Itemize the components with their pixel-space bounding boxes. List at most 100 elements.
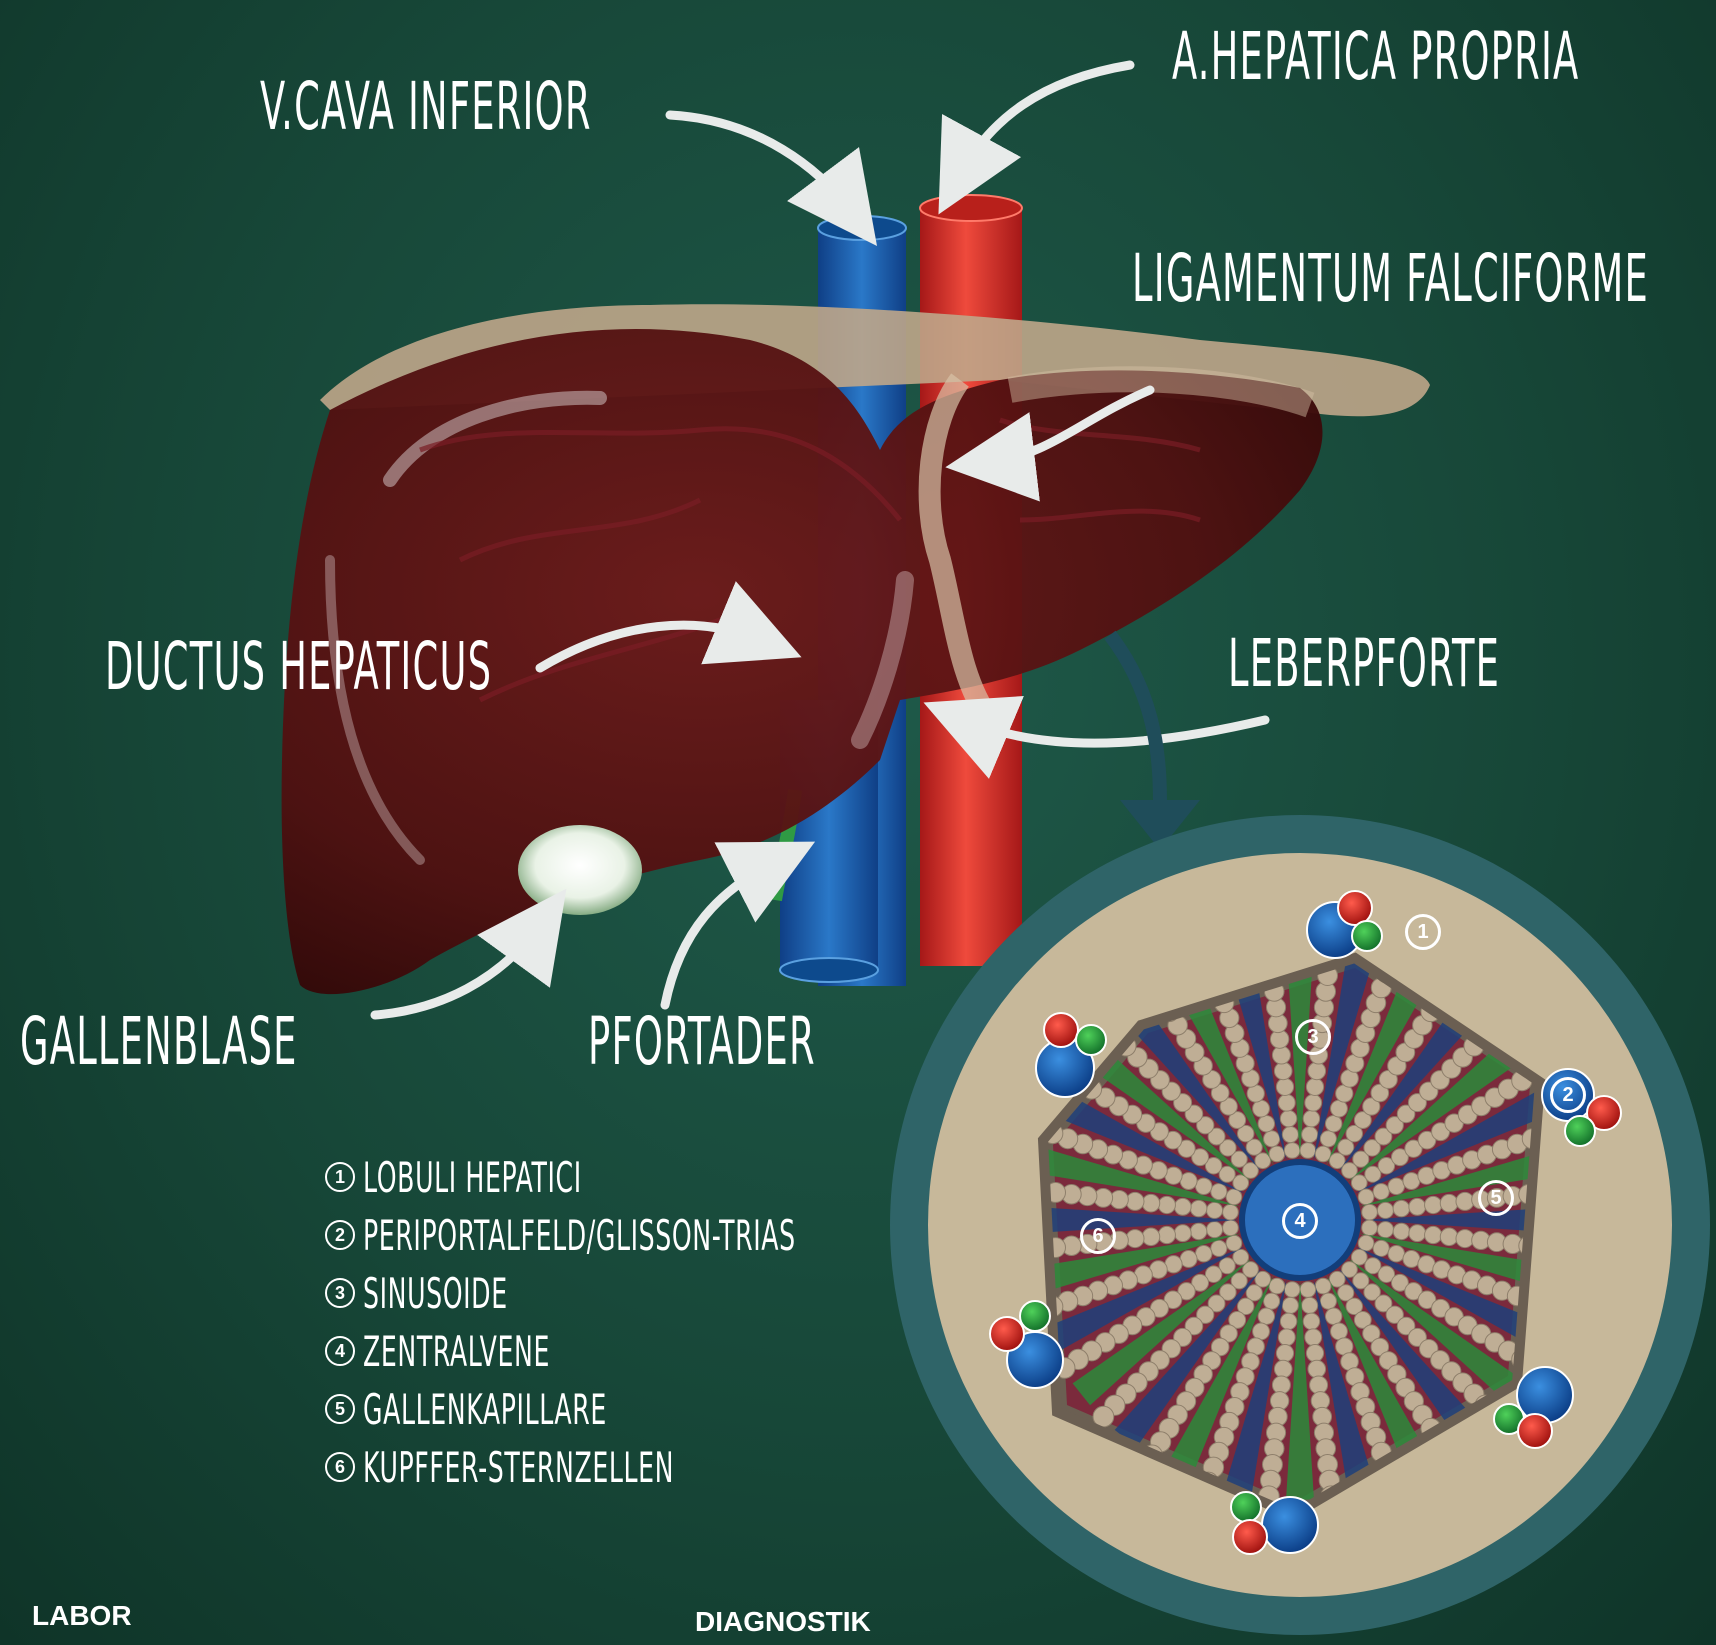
label-ductus: DUCTUS HEPATICUS	[105, 628, 492, 705]
hepatocyte-cell	[1306, 1345, 1323, 1362]
hepatocyte-cell	[1456, 1230, 1474, 1248]
hepatocyte-cell	[1358, 1235, 1374, 1251]
hepatocyte-cell	[1315, 1278, 1331, 1294]
hepatocyte-cell	[1207, 1202, 1223, 1218]
hepatocyte-cell	[1258, 1308, 1274, 1324]
hepatocyte-cell	[1276, 1345, 1293, 1362]
hepatocyte-cell	[1211, 1184, 1227, 1200]
hepatocyte-cell	[1320, 1131, 1336, 1147]
inset-arrow	[1110, 635, 1160, 810]
hepatocyte-cell	[1195, 1245, 1211, 1261]
hepatocyte-cell	[1331, 1323, 1348, 1340]
hepatocyte-cell	[1388, 1178, 1404, 1194]
hepatocyte-cell	[1331, 1100, 1348, 1117]
hepatocyte-cell	[1315, 1146, 1331, 1162]
marker-2: 2	[1550, 1077, 1586, 1113]
hepatocyte-cell	[1278, 1329, 1295, 1346]
hepatocyte-cell	[1362, 1204, 1378, 1220]
hepatocyte-cell	[1278, 1094, 1295, 1111]
hepatocyte-cell	[1280, 1110, 1296, 1126]
hepatocyte-cell	[1303, 1110, 1319, 1126]
hepatocyte-cell	[1282, 1297, 1298, 1313]
hepatocyte-cell	[1403, 1173, 1420, 1190]
hepatocyte-cell	[1358, 1189, 1374, 1205]
label-a-hepatica: A.HEPATICA PROPRIA	[1172, 18, 1579, 95]
label-v-cava: V.CAVA INFERIOR	[260, 68, 592, 145]
legend-item: 1LOBULI HEPATICI	[325, 1148, 1084, 1206]
hepatocyte-cell	[1274, 1360, 1292, 1378]
hepatocyte-cell	[1300, 1143, 1316, 1159]
hepatocyte-cell	[1272, 1046, 1290, 1064]
gallbladder	[518, 825, 642, 915]
label-ligamentum: LIGAMENTUM FALCIFORME	[1132, 240, 1649, 317]
hepatocyte-cell	[1282, 1127, 1298, 1143]
legend-item: 5GALLENKAPILLARE	[325, 1380, 1084, 1438]
hepatocyte-cell	[1195, 1178, 1211, 1194]
hepatocyte-cell	[1377, 1222, 1393, 1238]
hepatocyte-cell	[1425, 1196, 1442, 1213]
hepatocyte-cell	[1393, 1223, 1409, 1239]
label-leberpforte: LEBERPFORTE	[1228, 625, 1500, 702]
hepatocyte-cell	[1373, 1240, 1389, 1256]
label-pfortader: PFORTADER	[588, 1003, 816, 1080]
hepatocyte-cell	[1425, 1226, 1442, 1243]
hepatocyte-cell	[1190, 1223, 1206, 1239]
hepatocyte-cell	[1280, 1313, 1296, 1329]
hepatocyte-cell	[1274, 1062, 1292, 1080]
hepatocyte-cell	[1325, 1308, 1341, 1324]
hepatocyte-cell	[1303, 1313, 1319, 1329]
label-gallenblase: GALLENBLASE	[20, 1003, 298, 1080]
hepatocyte-cell	[1180, 1251, 1197, 1268]
hepatocyte-cell	[1308, 1062, 1326, 1080]
hepatocyte-cell	[1409, 1198, 1426, 1215]
hepatocyte-cell	[1325, 1115, 1341, 1131]
hepatocyte-cell	[1223, 1204, 1239, 1220]
hepatocyte-cell	[1126, 1230, 1144, 1248]
hepatocyte-cell	[1158, 1226, 1175, 1243]
marker-4: 4	[1282, 1203, 1318, 1239]
hepatocyte-cell	[1373, 1184, 1389, 1200]
hepatocyte-cell	[1276, 1078, 1293, 1095]
hepatocyte-cell	[1180, 1173, 1197, 1190]
hepatocyte-cell	[1211, 1240, 1227, 1256]
hepatocyte-cell	[1142, 1228, 1160, 1246]
hepatocyte-cell	[1409, 1225, 1426, 1242]
hepatocyte-cell	[1226, 1235, 1242, 1251]
hepatocyte-cell	[1264, 1131, 1280, 1147]
marker-5: 5	[1478, 1180, 1514, 1216]
hepatocyte-cell	[1308, 1360, 1326, 1378]
hepatocyte-cell	[1393, 1200, 1409, 1216]
hepatocyte-cell	[1388, 1245, 1404, 1261]
hepatocyte-cell	[1320, 1293, 1336, 1309]
hepatocyte-cell	[1174, 1198, 1191, 1215]
hepatocyte-cell	[1362, 1220, 1378, 1236]
legend-list: 1LOBULI HEPATICI 2PERIPORTALFELD/GLISSON…	[325, 1148, 1084, 1496]
marker-3: 3	[1295, 1019, 1331, 1055]
hepatocyte-cell	[1207, 1222, 1223, 1238]
legend-item: 2PERIPORTALFELD/GLISSON-TRIAS	[325, 1206, 1084, 1264]
footer-right: DIAGNOSTIK	[695, 1606, 871, 1638]
footer-left: LABOR	[32, 1600, 132, 1632]
marker-1: 1	[1405, 914, 1441, 950]
hepatocyte-cell	[1226, 1189, 1242, 1205]
hepatocyte-cell	[1284, 1143, 1300, 1159]
hepatocyte-cell	[1403, 1251, 1420, 1268]
hepatocyte-cell	[1440, 1228, 1458, 1246]
hepatocyte-cell	[1142, 1194, 1160, 1212]
hepatocyte-cell	[1305, 1329, 1322, 1346]
hepatocyte-cell	[1302, 1297, 1318, 1313]
hepatocyte-cell	[1158, 1196, 1175, 1213]
hepatocyte-cell	[1310, 1376, 1328, 1394]
hepatocyte-cell	[1269, 1278, 1285, 1294]
hepatocyte-cell	[1258, 1115, 1274, 1131]
legend-item: 4ZENTRALVENE	[325, 1322, 1084, 1380]
hepatocyte-cell	[1305, 1094, 1322, 1111]
hepatocyte-cell	[1264, 1293, 1280, 1309]
hepatocyte-cell	[1253, 1323, 1270, 1340]
hepatocyte-cell	[1269, 1146, 1285, 1162]
marker-6: 6	[1080, 1218, 1116, 1254]
hepatocyte-cell	[1302, 1127, 1318, 1143]
hepatocyte-cell	[1126, 1192, 1144, 1210]
